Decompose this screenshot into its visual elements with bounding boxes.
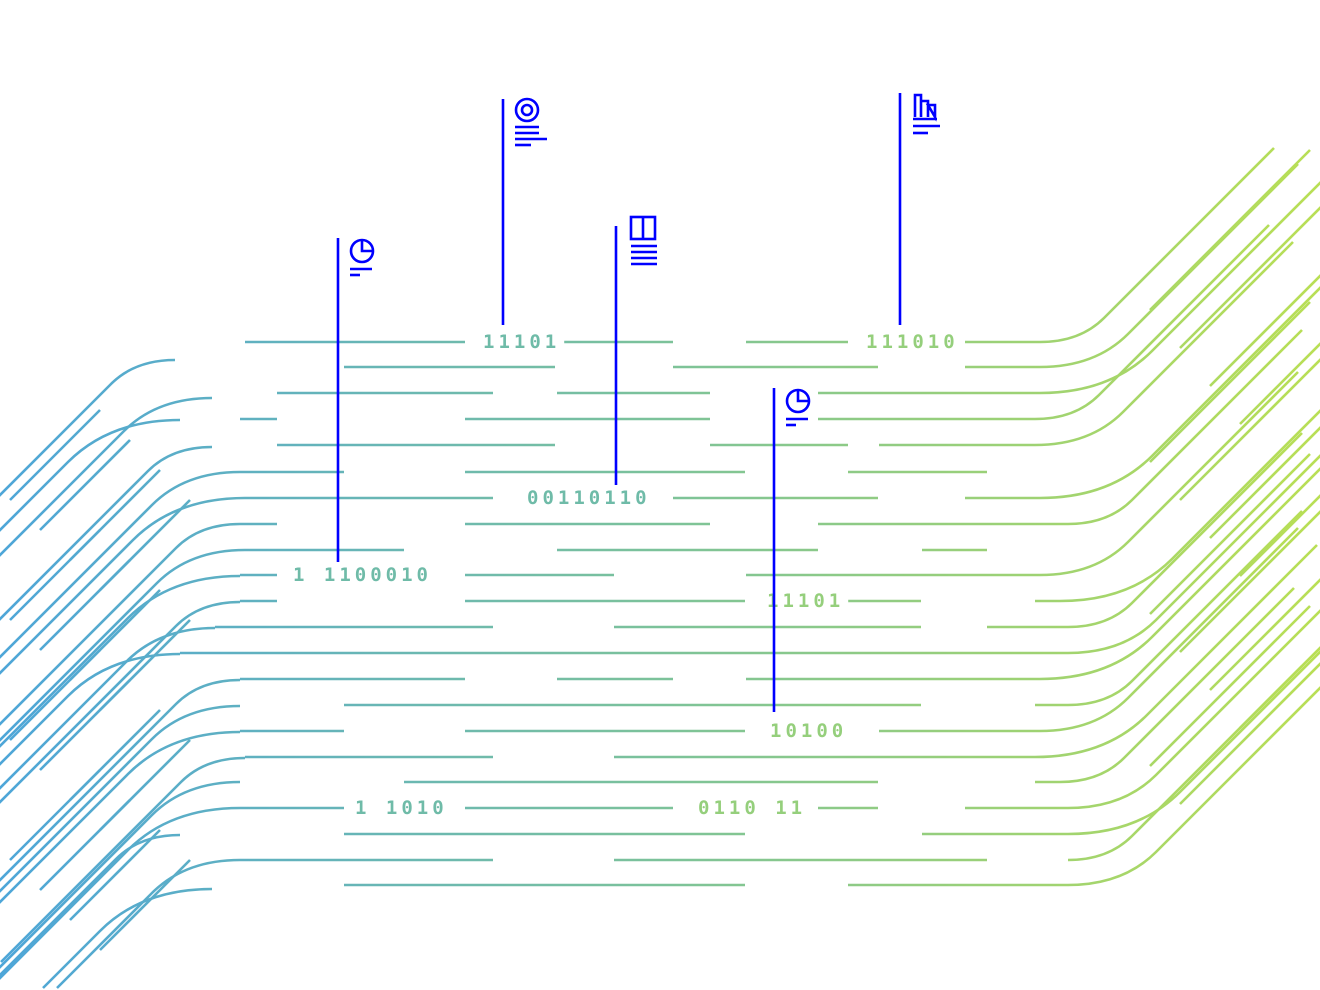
stream-diagonal [9,769,101,861]
stream-curve [0,396,213,557]
binary-labels: 11101 111010 00110110 1 1100010 11101 10100 1 … [289,330,963,820]
stream-diagonal [39,679,131,771]
stream-curve [1039,163,1299,369]
stream-curve [1067,650,1320,836]
stream-diagonal [1149,149,1311,311]
stream-diagonal [39,439,131,531]
stream-diagonal [9,409,101,501]
flag-marker [336,238,375,562]
binary-label: 1 1100010 [293,564,432,586]
binary-label: 1 1010 [355,797,448,819]
stream-diagonal [9,529,101,621]
stream-diagonal [39,799,131,891]
binary-label: 00110110 [527,487,651,509]
stream-curve [1067,686,1320,887]
stream-diagonal [1149,453,1311,615]
stream-curve [0,548,246,742]
stream-curve [1039,527,1299,733]
stream-diagonal [9,649,101,741]
stream-curve [1059,409,1320,603]
flag-marker [614,215,657,485]
stream-curve [1034,224,1270,421]
stream-curve [1039,147,1275,344]
stream-curve [0,730,241,904]
stream-curve [0,704,241,893]
stream-diagonal [1179,358,1320,501]
stream-curve [1067,329,1303,526]
stream-curve [0,833,181,977]
flag-marker [772,388,811,712]
stream-diagonal [69,829,161,921]
stream-curve [1067,432,1303,629]
stream-diagonal [1239,342,1320,425]
stream-curve [0,574,241,748]
stream-diagonal [1209,274,1320,387]
stream-curve [0,418,181,532]
stream-curve [1039,467,1320,681]
stream-curve [42,887,213,989]
binary-label: 11101 [767,590,844,612]
stream-curve [1067,510,1303,707]
binary-label: 0110 11 [698,797,806,819]
stream-curve [0,470,241,659]
stream-curve [1067,454,1320,655]
panel-layout-icon [629,215,657,266]
stream-curve [0,358,176,497]
flag-markers [336,93,940,712]
stream-curve [1034,544,1318,759]
stream-curve [0,780,241,969]
stream-curve [0,626,216,790]
stream-curve [0,522,241,726]
stream-curve [0,678,241,882]
stream-curve [1039,371,1299,577]
stream-curve [0,756,246,963]
pie-chart-icon [349,238,375,277]
stream-diagonal [1239,494,1320,577]
stream-diagonal [1179,662,1320,805]
stream-curve [1067,665,1303,862]
stream-diagonal [39,559,131,651]
stream-curve [1034,241,1294,447]
stream-diagonal [99,859,191,951]
binary-label: 11101 [483,331,560,353]
stream-diagonal [1149,605,1311,767]
stream-curve [1039,181,1320,395]
stream-diagonal [1179,206,1320,349]
stream-curve [0,496,246,675]
stream-diagonal [1209,426,1320,539]
binary-label: 10100 [770,720,847,742]
pie-chart-icon [785,388,811,427]
stream-diagonal [1239,646,1320,729]
stream-diagonal [1149,301,1311,463]
stream-diagonal [1179,510,1320,653]
binary-label: 111010 [866,331,959,353]
stream-diagonal [1209,578,1320,691]
stream-curve [1039,286,1320,500]
stream-curve [1059,587,1295,784]
flag-marker [501,97,547,325]
stream-curve [1067,609,1320,810]
bar-chart-icon [913,93,940,135]
flag-marker [898,93,940,325]
stream-curve [0,445,213,621]
target-icon [514,97,547,147]
stream-lines [0,147,1320,989]
stream-curve [0,652,181,766]
stream-curve [56,858,241,989]
stream-curve [0,600,241,804]
